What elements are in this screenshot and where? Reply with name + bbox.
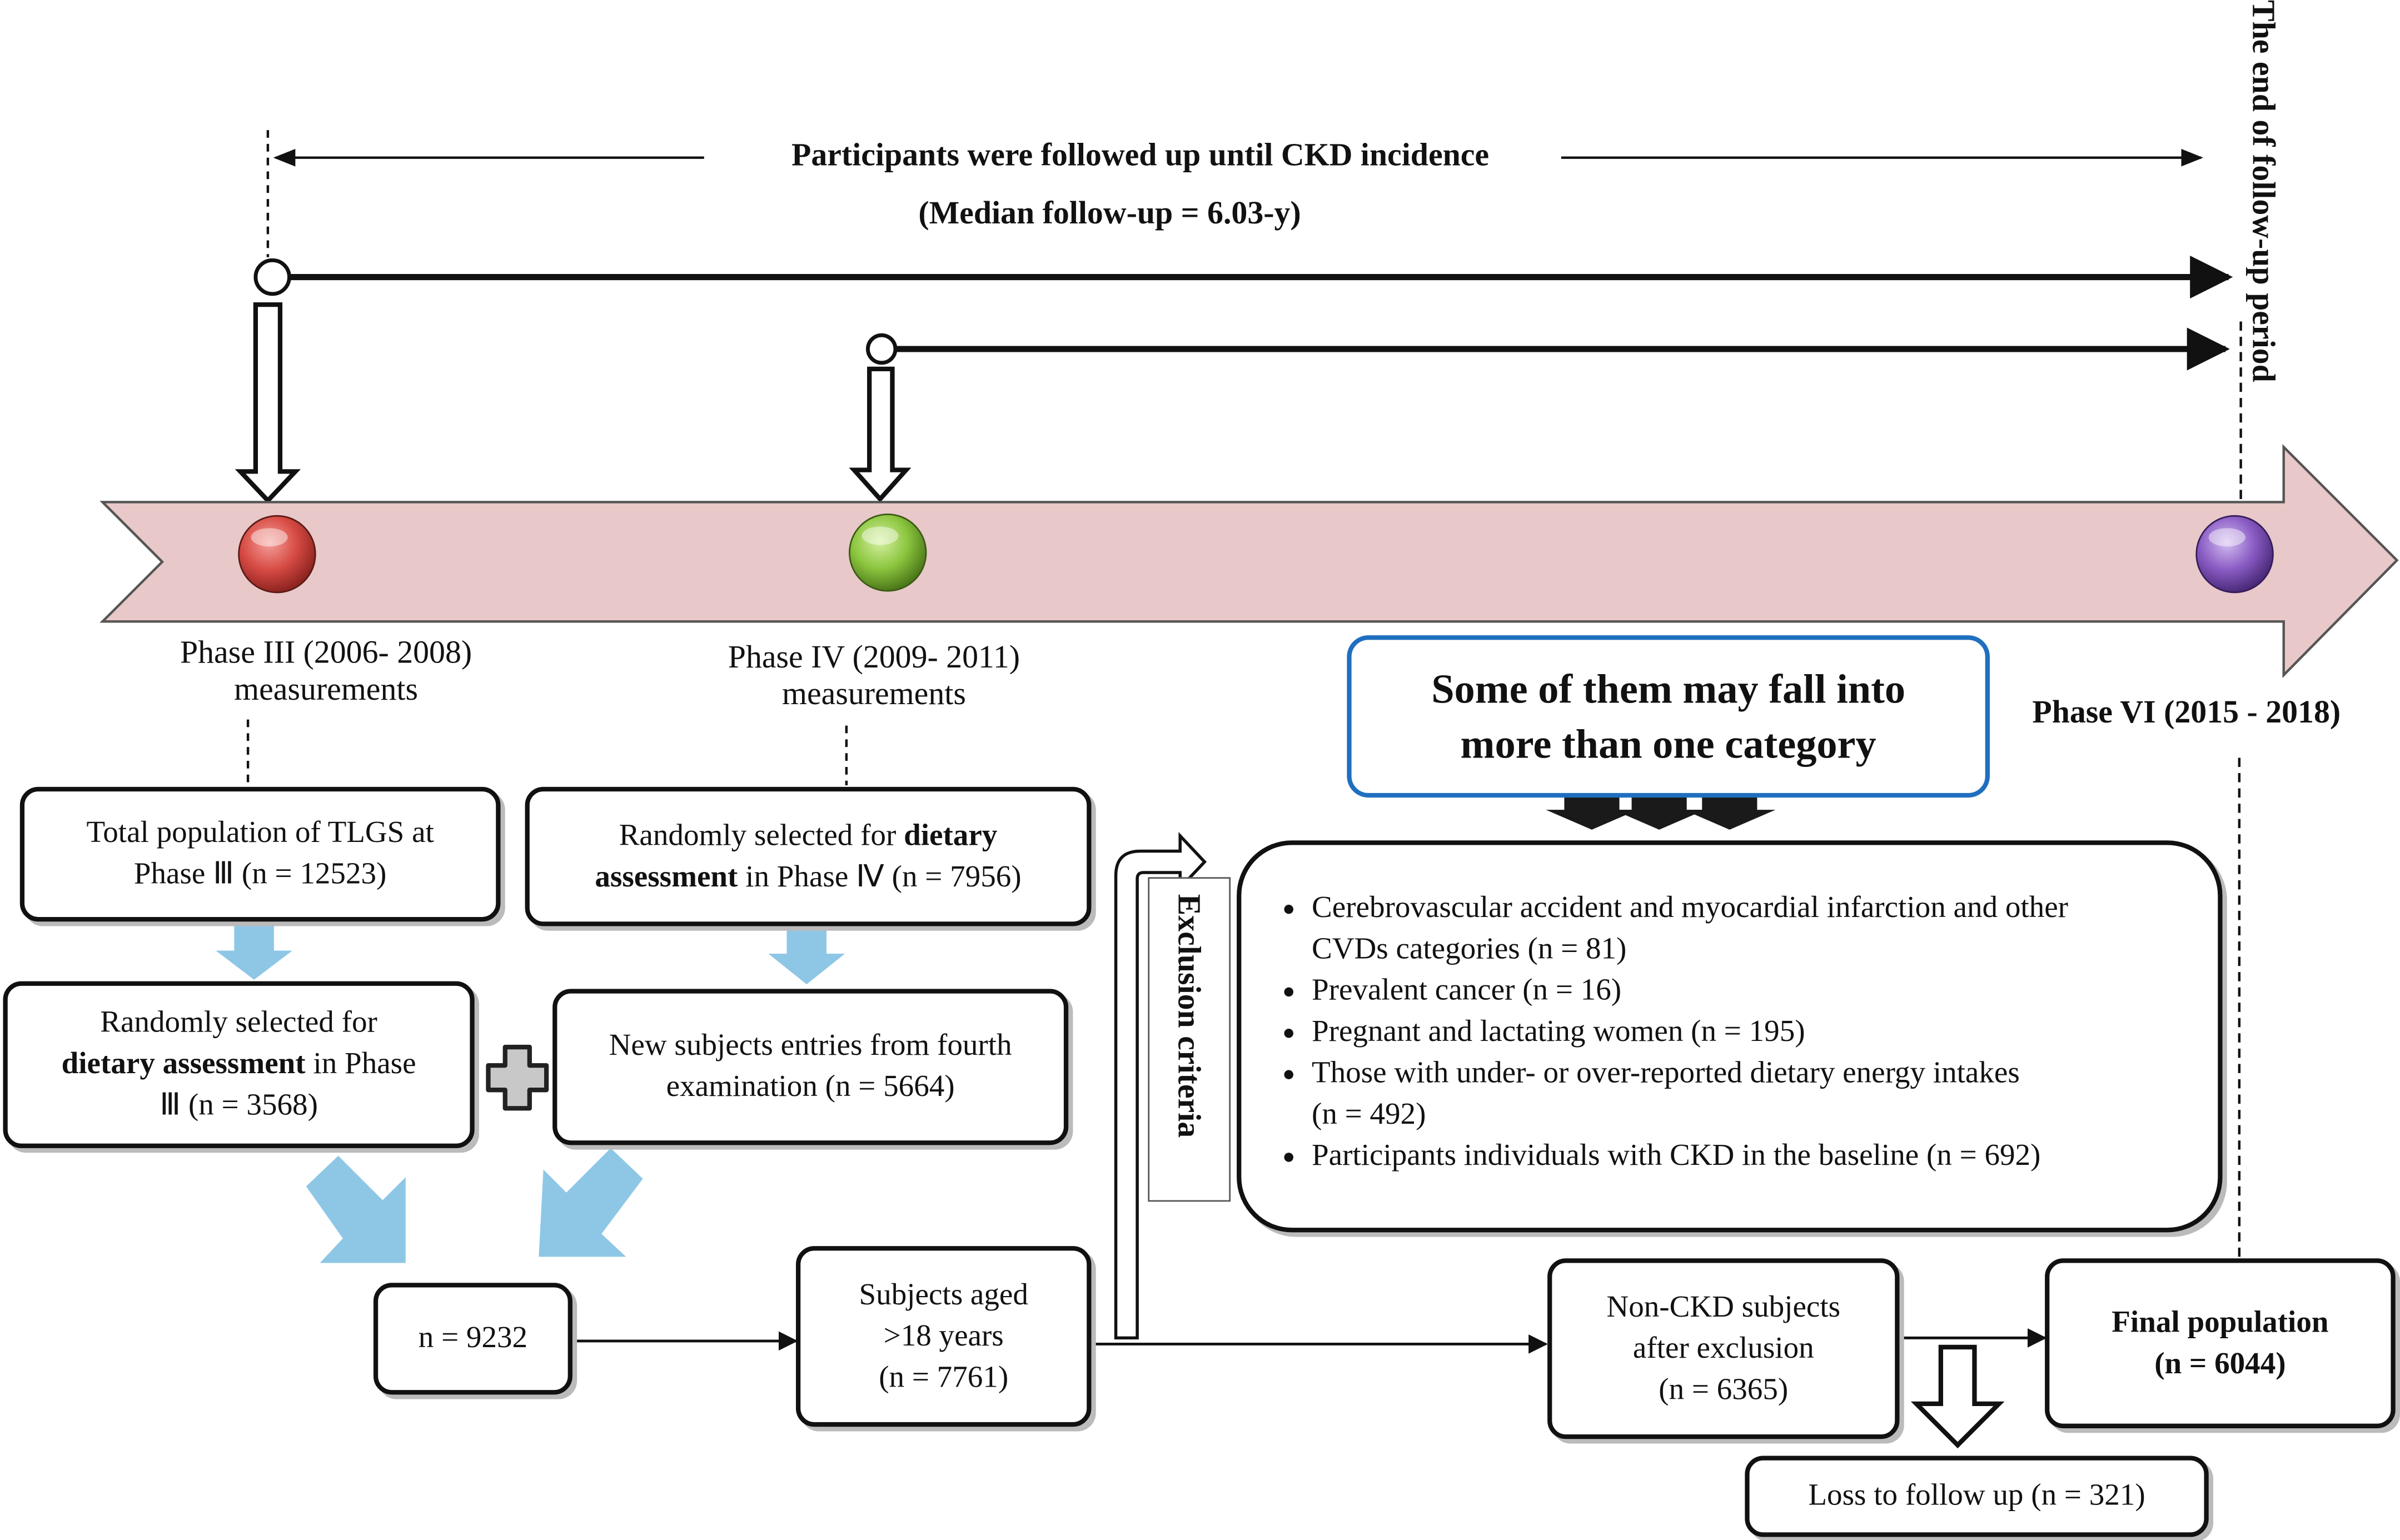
end-of-followup-label: The end of follow-up period — [2245, 0, 2282, 382]
exclusion-item-line1: Cerebrovascular accident and myocardial … — [1312, 891, 2068, 925]
non-ckd-line1: Non-CKD subjects — [1606, 1289, 1841, 1324]
exclusion-item: Pregnant and lactating women (n = 195) — [1312, 1012, 2187, 1053]
dietary-phase4-bold2: assessment — [595, 859, 738, 894]
overlap-note-line2: more than one category — [1460, 721, 1876, 767]
exclusion-item-line1: Participants individuals with CKD in the… — [1312, 1139, 2041, 1173]
total-population-box: Total population of TLGS at Phase Ⅲ (n =… — [19, 786, 501, 922]
phase4-ball — [848, 514, 927, 592]
phase6-ball — [2195, 515, 2274, 594]
non-ckd-box: Non-CKD subjects after exclusion (n = 63… — [1547, 1258, 1900, 1439]
exclusion-item-line2: (n = 492) — [1312, 1097, 1426, 1132]
flow-arrow-right-diagonal — [539, 1148, 643, 1257]
exclusion-item-line2: CVDs categories (n = 81) — [1312, 932, 1627, 966]
note-arrow-3 — [1684, 796, 1776, 830]
combined-count-label: n = 9232 — [418, 1321, 528, 1355]
dietary-phase4-pre: Randomly selected for — [619, 818, 904, 852]
dietary-phase4-bold1: dietary — [904, 818, 998, 852]
exclusion-label: Exclusion criteria — [1171, 894, 1208, 1138]
overlap-note-line1: Some of them may fall into — [1431, 666, 1906, 712]
flow-arrow-total-to-dietary3 — [216, 923, 292, 980]
exclusion-item-line1: Pregnant and lactating women (n = 195) — [1312, 1015, 1805, 1049]
exclusion-item: Cerebrovascular accident and myocardial … — [1312, 888, 2187, 971]
loss-label: Loss to follow up (n = 321) — [1808, 1478, 2145, 1513]
overlap-note-box: Some of them may fall into more than one… — [1347, 635, 1990, 798]
dietary-phase3-bold: dietary assessment — [61, 1047, 306, 1081]
aged-line1: Subjects aged — [859, 1277, 1028, 1312]
non-ckd-line3: (n = 6365) — [1659, 1372, 1789, 1407]
aged-line2: >18 years — [883, 1319, 1004, 1353]
followup-median: (Median follow-up = 6.03-y) — [918, 194, 1301, 231]
note-arrow-2 — [1613, 796, 1705, 830]
followup-title: Participants were followed up until CKD … — [791, 136, 1490, 173]
non-ckd-line2: after exclusion — [1632, 1331, 1814, 1365]
phase4-ball-highlight — [862, 526, 899, 545]
phase4-measurements: measurements — [782, 675, 966, 712]
aged-subjects-box: Subjects aged >18 years (n = 7761) — [795, 1246, 1092, 1427]
plus-icon — [486, 1044, 549, 1111]
combined-count-box: n = 9232 — [373, 1283, 572, 1395]
new-subjects-line1: New subjects entries from fourth — [609, 1029, 1012, 1063]
phase3-label: Phase III (2006- 2008) — [180, 634, 472, 671]
exclusion-item: Participants individuals with CKD in the… — [1312, 1136, 2187, 1177]
phase3-down-arrow — [235, 302, 301, 504]
phase3-ball — [238, 515, 316, 594]
exclusion-item-line1: Those with under- or over-reported dieta… — [1312, 1056, 2020, 1090]
dietary-phase3-box: Randomly selected for dietary assessment… — [3, 981, 475, 1148]
exclusion-item: Prevalent cancer (n = 16) — [1312, 970, 2187, 1011]
flow-arrow-left-diagonal — [306, 1155, 406, 1263]
phase4-down-arrow — [849, 366, 912, 503]
phase3-measurements: measurements — [234, 670, 418, 707]
dietary-phase3-line3: Ⅲ (n = 3568) — [160, 1088, 318, 1123]
loss-down-arrow — [1910, 1344, 2005, 1449]
exclusion-bent-arrow — [1114, 831, 1207, 1340]
final-population-box: Final population (n = 6044) — [2045, 1258, 2396, 1428]
dietary-phase4-box: Randomly selected for dietary assessment… — [525, 786, 1092, 926]
phase6-label: Phase VI (2015 - 2018) — [2032, 693, 2341, 730]
exclusion-criteria-box: Cerebrovascular accident and myocardial … — [1237, 840, 2223, 1233]
phase3-start-marker — [253, 258, 291, 296]
flow-arrow-dietary4-to-new — [768, 924, 845, 985]
timeline-band — [99, 443, 2399, 679]
phase4-label: Phase IV (2009- 2011) — [728, 638, 1020, 675]
dietary-phase4-line1: Randomly selected for dietary — [619, 815, 998, 856]
phase6-ball-highlight — [2208, 528, 2245, 547]
exclusion-label-box: Exclusion criteria — [1148, 877, 1231, 1202]
phase3-ball-highlight — [251, 528, 288, 547]
total-population-line1: Total population of TLGS at — [86, 816, 434, 850]
total-population-line2: Phase Ⅲ (n = 12523) — [133, 857, 387, 891]
exclusion-item: Those with under- or over-reported dieta… — [1312, 1053, 2187, 1136]
dietary-phase4-line2: assessment in Phase Ⅳ (n = 7956) — [595, 856, 1021, 898]
dietary-phase3-line2: dietary assessment in Phase — [62, 1044, 416, 1085]
final-line1: Final population — [2112, 1305, 2329, 1339]
phase4-start-marker — [865, 333, 898, 365]
new-subjects-box: New subjects entries from fourth examina… — [552, 989, 1069, 1145]
exclusion-item-line1: Prevalent cancer (n = 16) — [1312, 973, 1622, 1008]
new-subjects-line2: examination (n = 5664) — [666, 1070, 955, 1104]
final-line2: (n = 6044) — [2154, 1346, 2286, 1380]
exclusion-list: Cerebrovascular accident and myocardial … — [1269, 888, 2187, 1178]
dietary-phase4-post: in Phase Ⅳ (n = 7956) — [738, 859, 1022, 894]
dietary-phase3-line1: Randomly selected for — [100, 1005, 377, 1040]
loss-to-followup-box: Loss to follow up (n = 321) — [1745, 1456, 2209, 1537]
aged-line3: (n = 7761) — [879, 1360, 1009, 1394]
note-arrow-1 — [1546, 796, 1638, 830]
dietary-phase3-post: in Phase — [305, 1047, 416, 1081]
